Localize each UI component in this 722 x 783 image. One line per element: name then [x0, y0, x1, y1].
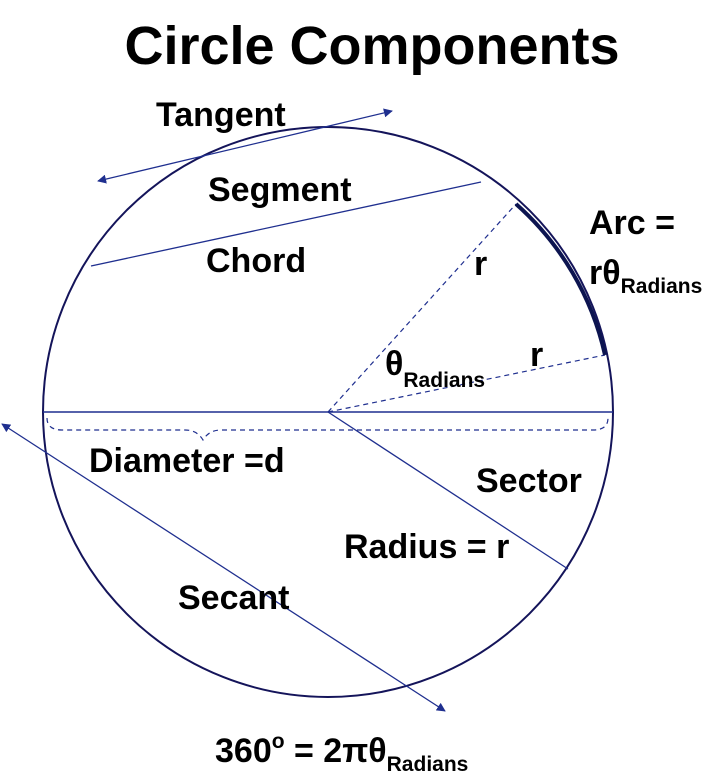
- dashed-radius-upper: [327, 203, 517, 413]
- tangent-label: Tangent: [156, 96, 286, 134]
- arc-label-line1: Arc =: [589, 204, 675, 242]
- chord-label: Chord: [206, 242, 306, 280]
- radius-r-lower-label: r: [530, 336, 543, 374]
- tangent-line: [97, 108, 393, 184]
- theta-main: θ: [385, 345, 403, 383]
- segment-label: Segment: [208, 171, 352, 209]
- theta-label: θRadians: [385, 345, 485, 392]
- diameter-brace: [46, 417, 609, 442]
- theta-subscript: Radians: [403, 369, 485, 392]
- arc-formula-subscript: Radians: [621, 275, 703, 298]
- formula-rest: = 2πθ: [285, 732, 387, 770]
- arc-label-line2: rθRadians: [589, 254, 702, 298]
- arc-formula-main: rθ: [589, 254, 621, 292]
- arc-highlight: [514, 202, 607, 356]
- radius-r-upper-label: r: [474, 245, 487, 283]
- diameter-label: Diameter =d: [89, 442, 285, 480]
- diagram-title: Circle Components: [124, 16, 619, 76]
- secant-label: Secant: [178, 579, 290, 617]
- secant-line: [1, 423, 446, 712]
- formula-degrees: 360: [215, 732, 272, 770]
- radius-label: Radius = r: [344, 528, 509, 566]
- full-circle-formula: 360o = 2πθRadians: [215, 730, 468, 776]
- dashed-radius-lower: [327, 354, 606, 413]
- formula-degree-superscript: o: [272, 730, 285, 753]
- sector-label: Sector: [476, 462, 582, 500]
- formula-subscript: Radians: [387, 753, 469, 776]
- chord-line: [90, 181, 482, 267]
